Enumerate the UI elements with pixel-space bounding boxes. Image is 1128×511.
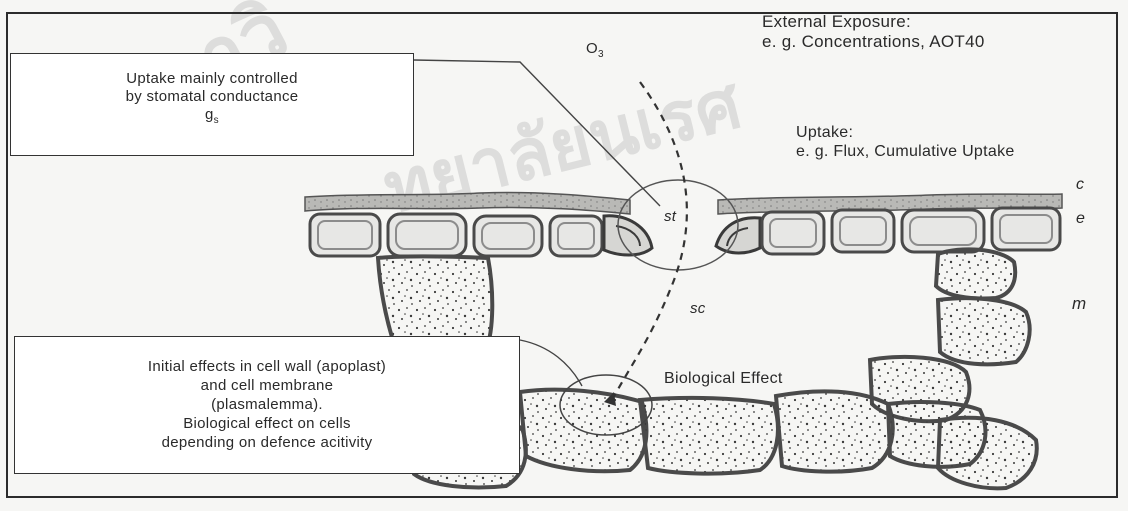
- cuticle-layer-left: [305, 193, 630, 214]
- effects-callout-line3: (plasmalemma).: [15, 395, 519, 414]
- uptake-leader-line: [414, 60, 660, 206]
- mesophyll-cells-right: [870, 249, 1030, 421]
- effects-callout-line2: and cell membrane: [15, 376, 519, 395]
- effect-leader-line: [520, 340, 582, 386]
- effects-callout-line4: Biological effect on cells: [15, 414, 519, 433]
- cuticle-label: c: [1076, 176, 1084, 194]
- uptake-callout-line2: by stomatal conductance: [11, 88, 413, 106]
- effects-callout-box: Initial effects in cell wall (apoplast) …: [14, 336, 520, 474]
- biological-effect-label: Biological Effect: [664, 370, 783, 388]
- stomatal-conductance-symbol: gs: [11, 106, 413, 130]
- substomatal-cavity-label: sc: [690, 300, 706, 317]
- epidermis-label: e: [1076, 210, 1085, 228]
- effects-callout-line5: depending on defence acitivity: [15, 433, 519, 452]
- uptake-callout-box: Uptake mainly controlled by stomatal con…: [10, 53, 414, 156]
- uptake-example: e. g. Flux, Cumulative Uptake: [796, 143, 1015, 161]
- effects-callout-line1: Initial effects in cell wall (apoplast): [15, 357, 519, 376]
- uptake-title: Uptake:: [796, 124, 853, 142]
- stomata-label: st: [664, 208, 676, 225]
- mesophyll-label: m: [1072, 294, 1086, 314]
- external-exposure-example: e. g. Concentrations, AOT40: [762, 32, 985, 52]
- uptake-callout-line1: Uptake mainly controlled: [11, 70, 413, 88]
- external-exposure-title: External Exposure:: [762, 12, 911, 32]
- ozone-label: O3: [586, 40, 604, 60]
